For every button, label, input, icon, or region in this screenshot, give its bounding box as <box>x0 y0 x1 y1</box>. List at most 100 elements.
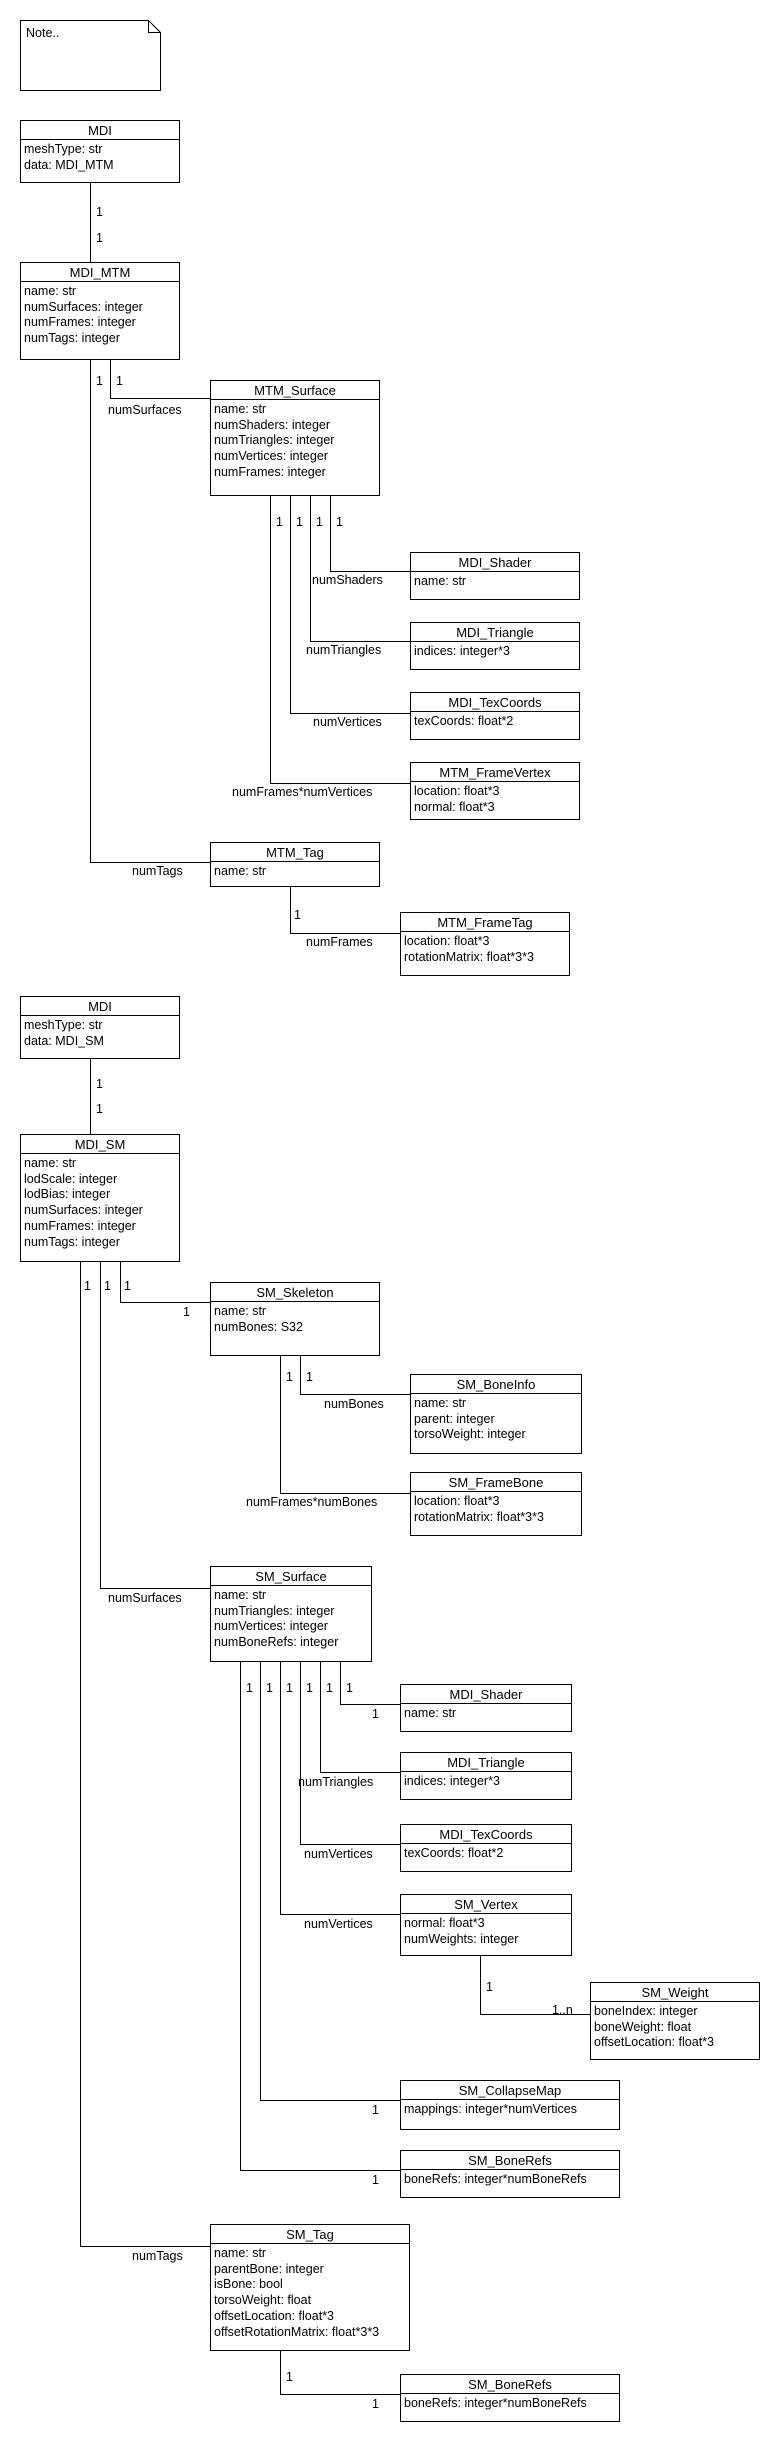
class-attribute: numVertices: integer <box>214 1619 328 1634</box>
multiplicity-label: 1 <box>286 1370 293 1384</box>
class-attributes: name: str numTriangles: integer numVerti… <box>211 1585 371 1654</box>
connector-smsurface-triangle <box>320 1662 400 1773</box>
class-attribute: name: str <box>414 574 467 588</box>
class-sm-bonerefs-tag: SM_BoneRefs boneRefs: integer*numBoneRef… <box>400 2374 620 2422</box>
multiplicity-label: 1 <box>183 1305 190 1319</box>
multiplicity-label: 1 <box>96 374 103 388</box>
class-name: SM_Vertex <box>454 1897 518 1912</box>
connector-sm-surface <box>100 1262 210 1589</box>
multiplicity-label: 1 <box>372 2173 379 2187</box>
connector-surface-shader <box>330 496 410 572</box>
class-attributes: texCoords: float*2 <box>411 711 579 733</box>
class-attribute: indices: integer*3 <box>414 644 510 658</box>
class-sm-collapsemap: SM_CollapseMap mappings: integer*numVert… <box>400 2080 620 2130</box>
class-attributes: texCoords: float*2 <box>401 1843 571 1865</box>
class-name: SM_Tag <box>286 2227 334 2242</box>
multiplicity-label: 1 <box>296 515 303 529</box>
class-attributes: name: str lodScale: integer lodBias: int… <box>21 1153 179 1253</box>
note-text: Note.. <box>26 26 60 40</box>
class-attributes: indices: integer*3 <box>411 641 579 663</box>
class-name: SM_Skeleton <box>256 1285 334 1300</box>
class-attribute: torsoWeight: float <box>214 2293 312 2308</box>
role-label: numVertices <box>313 715 382 729</box>
multiplicity-label: 1 <box>294 908 301 922</box>
class-sm-tag: SM_Tag name: str parentBone: integer isB… <box>210 2224 410 2351</box>
role-label: numTriangles <box>298 1775 374 1789</box>
multiplicity-label: 1 <box>316 515 323 529</box>
class-attributes: meshType: str data: MDI_MTM <box>21 139 179 176</box>
class-attribute: numWeights: integer <box>404 1931 519 1946</box>
connector-skeleton-boneinfo <box>300 1356 410 1395</box>
note: Note.. <box>20 20 161 91</box>
multiplicity-label: 1 <box>246 1681 253 1695</box>
class-attribute: numTriangles: integer <box>214 1603 335 1618</box>
note-fold <box>148 20 161 33</box>
role-label: numSurfaces <box>108 1591 182 1605</box>
connector-vertex-weight <box>480 1956 590 2015</box>
class-attributes: meshType: str data: MDI_SM <box>21 1015 179 1052</box>
multiplicity-label: 1..n <box>552 2003 573 2017</box>
role-label: numTriangles <box>306 643 382 657</box>
multiplicity-label: 1 <box>96 1077 103 1091</box>
class-name: SM_FrameBone <box>448 1475 544 1490</box>
class-attribute: name: str <box>24 1156 77 1170</box>
connector-sm-tag <box>80 1262 210 2247</box>
connector-mtm-tag <box>90 360 210 863</box>
role-label: numTags <box>132 864 183 878</box>
class-attribute: data: MDI_MTM <box>24 157 114 172</box>
multiplicity-label: 1 <box>286 2370 293 2384</box>
class-attributes: name: str numBones: S32 <box>211 1301 379 1338</box>
multiplicity-label: 1 <box>326 1681 333 1695</box>
class-attribute: rotationMatrix: float*3*3 <box>414 1509 544 1524</box>
connector-surface-triangle <box>310 496 410 642</box>
class-mdi-sm: MDI_SM name: str lodScale: integer lodBi… <box>20 1134 180 1262</box>
class-attribute: indices: integer*3 <box>404 1774 500 1788</box>
connector-smsurface-shader <box>340 1662 400 1705</box>
class-attributes: mappings: integer*numVertices <box>401 2099 619 2121</box>
connector-smsurface-collapsemap <box>260 1662 400 2101</box>
class-mdi-texcoords-mtm: MDI_TexCoords texCoords: float*2 <box>410 692 580 740</box>
multiplicity-label: 1 <box>336 515 343 529</box>
class-mtm-framevertex: MTM_FrameVertex location: float*3 normal… <box>410 762 580 820</box>
role-label: numFrames*numBones <box>246 1495 378 1509</box>
class-name: SM_BoneRefs <box>468 2377 552 2392</box>
class-attribute: numSurfaces: integer <box>24 299 143 314</box>
class-attributes: name: str <box>411 571 579 593</box>
class-attribute: numFrames: integer <box>24 1218 136 1233</box>
connector-tag-frametag <box>290 887 400 934</box>
connector-smtag-bonerefs <box>280 2351 400 2395</box>
connector-smsurface-vertex <box>280 1662 400 1915</box>
class-mdi-top: MDI meshType: str data: MDI_MTM <box>20 120 180 183</box>
class-attribute: name: str <box>414 1396 467 1410</box>
connector-skeleton-framebone <box>280 1356 410 1494</box>
class-name: MDI_Shader <box>458 555 532 570</box>
class-attribute: location: float*3 <box>414 1494 500 1508</box>
class-name: MDI_TexCoords <box>448 695 542 710</box>
class-attribute: offsetLocation: float*3 <box>214 2308 334 2323</box>
connector-sm-skeleton <box>120 1262 210 1303</box>
class-attributes: name: str parent: integer torsoWeight: i… <box>411 1393 581 1446</box>
connector-surface-texcoords <box>290 496 410 714</box>
class-attribute: location: float*3 <box>414 784 500 798</box>
class-attribute: parent: integer <box>414 1411 495 1426</box>
role-label: numSurfaces <box>108 403 182 417</box>
class-attribute: name: str <box>214 1304 267 1318</box>
class-attribute: numShaders: integer <box>214 417 331 432</box>
class-attributes: location: float*3 rotationMatrix: float*… <box>401 931 569 968</box>
class-name: MDI_TexCoords <box>439 1827 533 1842</box>
multiplicity-label: 1 <box>346 1681 353 1695</box>
class-name: MDI_Shader <box>449 1687 523 1702</box>
role-label: numTags <box>132 2249 183 2263</box>
class-attributes: name: str numSurfaces: integer numFrames… <box>21 281 179 350</box>
role-label: numVertices <box>304 1917 373 1931</box>
class-attribute: boneRefs: integer*numBoneRefs <box>404 2396 587 2410</box>
class-mtm-tag: MTM_Tag name: str <box>210 842 380 887</box>
class-attribute: offsetRotationMatrix: float*3*3 <box>214 2324 380 2339</box>
class-attribute: name: str <box>404 1706 457 1720</box>
class-attribute: meshType: str <box>24 1018 103 1032</box>
class-name: MDI_MTM <box>69 265 131 280</box>
class-sm-skeleton: SM_Skeleton name: str numBones: S32 <box>210 1282 380 1356</box>
connector-smsurface-bonerefs <box>240 1662 400 2171</box>
role-label: numVertices <box>304 1847 373 1861</box>
class-attributes: boneRefs: integer*numBoneRefs <box>401 2393 619 2415</box>
